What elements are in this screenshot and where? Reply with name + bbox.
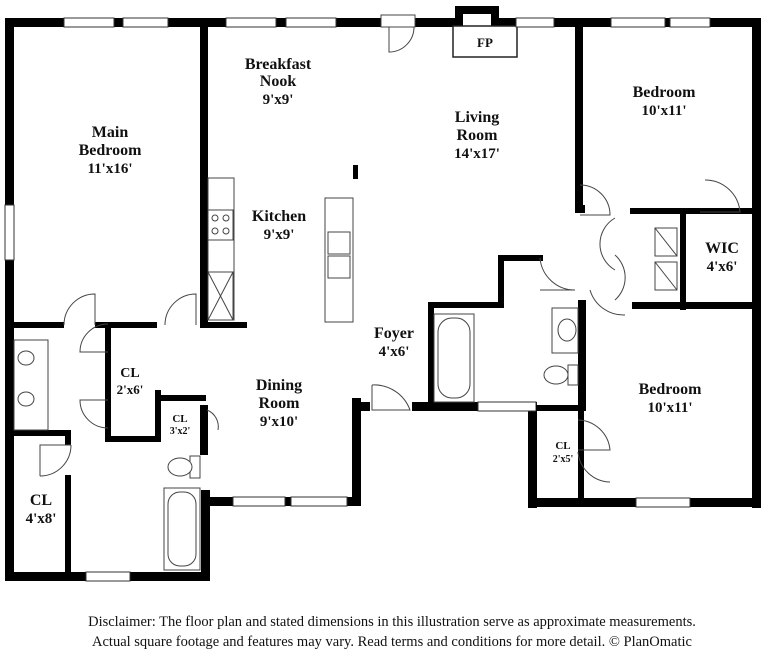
breakfast-label-1: Breakfast xyxy=(245,56,312,73)
closet-main-dim: 2'x6' xyxy=(117,382,144,397)
wic-shelves xyxy=(654,227,678,291)
bedroom-se-label: Bedroom xyxy=(639,381,702,398)
main-bedroom-label-1: Main xyxy=(92,124,129,141)
windows xyxy=(4,17,711,582)
closet-small-dim: 3'x2' xyxy=(170,426,191,437)
dining-label-1: Dining xyxy=(256,377,302,394)
dining-label-2: Room xyxy=(259,395,301,412)
breakfast-dim: 9'x9' xyxy=(263,92,294,108)
foyer-label: Foyer xyxy=(374,325,414,342)
bedroom-ne-dim: 10'x11' xyxy=(641,103,686,119)
bedroom-ne-label: Bedroom xyxy=(633,84,696,101)
fireplace-label: FP xyxy=(477,35,493,50)
living-label-1: Living xyxy=(455,109,499,126)
doors xyxy=(39,14,741,483)
wic-dim: 4'x6' xyxy=(707,259,738,275)
kitchen-dim: 9'x9' xyxy=(264,227,295,243)
breakfast-label-2: Nook xyxy=(260,73,297,90)
main-bedroom-label-2: Bedroom xyxy=(79,142,142,159)
room-labels: Breakfast Nook 9'x9' Living Room 14'x17'… xyxy=(26,56,739,527)
living-label-2: Room xyxy=(457,127,499,144)
disclaimer-line-2: Actual square footage and features may v… xyxy=(92,634,692,650)
disclaimer-line-1: Disclaimer: The floor plan and stated di… xyxy=(88,614,696,630)
dining-dim: 9'x10' xyxy=(260,414,298,430)
living-dim: 14'x17' xyxy=(454,146,500,162)
closet-bed-dim: 2'x5' xyxy=(553,454,574,465)
kitchen-label: Kitchen xyxy=(252,208,306,225)
closet-bed-label: CL xyxy=(555,440,570,452)
closet-sw-label: CL xyxy=(30,492,52,509)
main-bedroom-dim: 11'x16' xyxy=(87,161,132,177)
bath-fixtures xyxy=(13,307,579,571)
closet-main-label: CL xyxy=(120,366,139,381)
interior-walls xyxy=(9,27,757,575)
kitchen-fixtures xyxy=(207,177,354,323)
foyer-dim: 4'x6' xyxy=(379,344,410,360)
floor-plan: FP xyxy=(4,6,761,582)
wic-label: WIC xyxy=(705,240,739,257)
bedroom-se-dim: 10'x11' xyxy=(647,400,692,416)
fireplace: FP xyxy=(452,6,518,58)
closet-small-label: CL xyxy=(172,413,187,425)
closet-sw-dim: 4'x8' xyxy=(26,511,57,527)
